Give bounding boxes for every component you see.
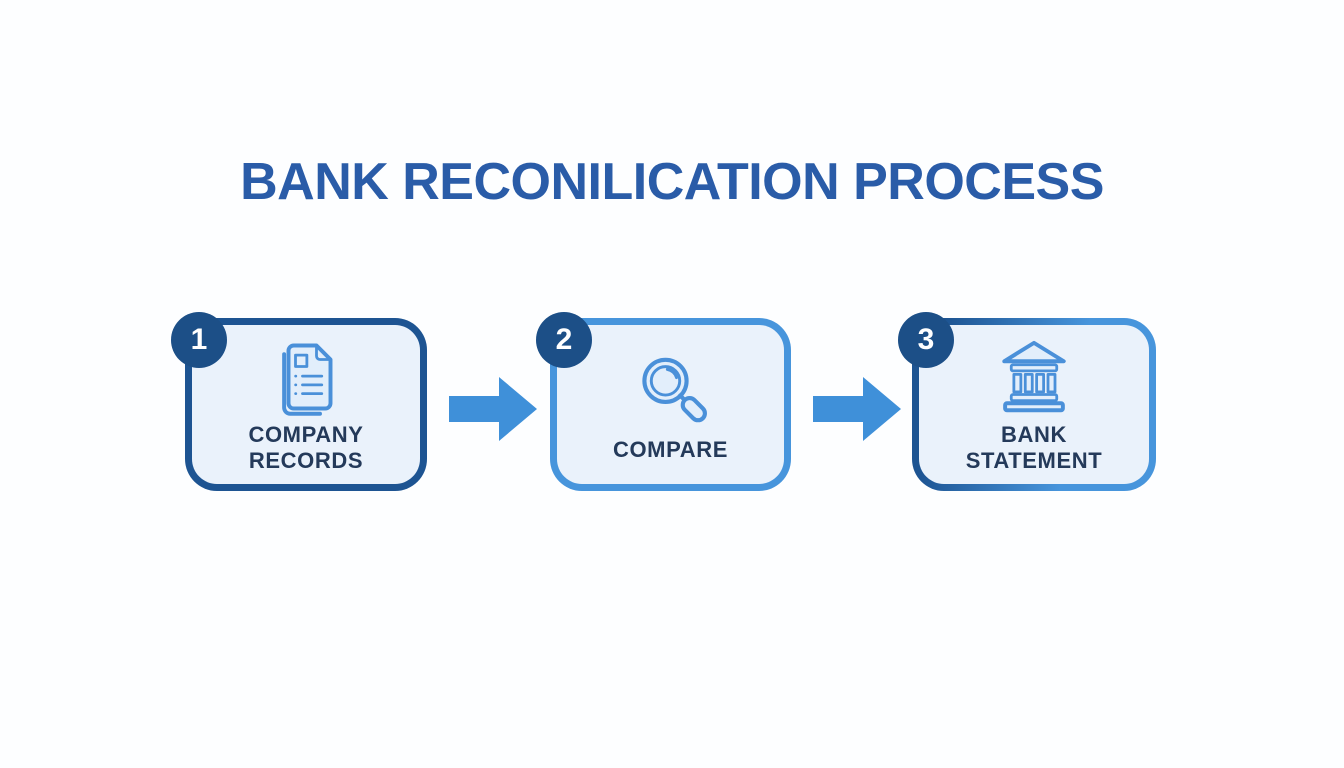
document-icon <box>282 343 333 416</box>
arrow-right-icon <box>813 377 901 441</box>
step-card-body: COMPANY RECORDS <box>192 325 420 484</box>
step-card-compare: 2 COMPARE <box>536 312 791 491</box>
magnifier-icon <box>641 357 707 423</box>
bank-icon <box>1002 340 1066 413</box>
page-title: BANK RECONILICATION PROCESS <box>240 153 1104 211</box>
step-label: BANK STATEMENT <box>965 422 1103 473</box>
step-number-badge: 1 <box>171 312 227 368</box>
step-card-company-records: 1 COMPANY RECORDS <box>171 312 427 491</box>
step-card-body: BANK STATEMENT <box>919 325 1149 484</box>
step-card-bank-statement: 3 BANK STATEMENT <box>898 312 1156 491</box>
step-number-badge: 2 <box>536 312 592 368</box>
step-number-badge: 3 <box>898 312 954 368</box>
arrow-right-icon <box>449 377 537 441</box>
step-label: COMPARE <box>612 437 729 463</box>
step-label: COMPANY RECORDS <box>248 422 364 473</box>
step-card-body: COMPARE <box>557 325 784 484</box>
